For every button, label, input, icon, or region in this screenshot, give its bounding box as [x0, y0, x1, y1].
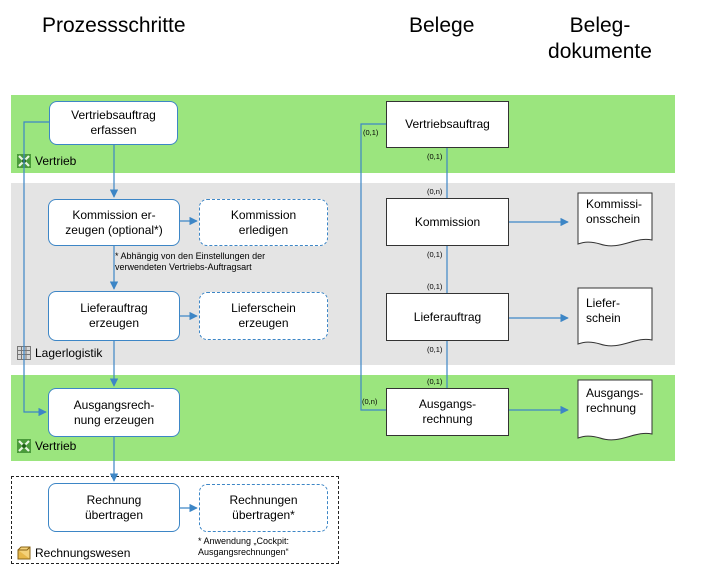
band-label-text: Lagerlogistik [35, 346, 103, 360]
step-label: Lieferschein erzeugen [231, 301, 296, 330]
paper-doc-kommissionsschein: Kommissi- onsschein [578, 193, 652, 227]
mult-ko-bottom: (0,1) [427, 250, 443, 259]
mult-ar-top: (0,1) [427, 377, 443, 386]
band-label-rechnungswesen: Rechnungswesen [17, 546, 130, 560]
note-cockpit: * Anwendung „Cockpit: Ausgangsrechnungen… [198, 536, 290, 557]
step-rechnung-uebertragen: Rechnung übertragen [48, 483, 180, 532]
paper-doc-ausgangsrechnung-shape [577, 379, 653, 441]
doc-label: Kommission [414, 214, 481, 229]
doc-vertriebsauftrag: Vertriebsauftrag [386, 101, 509, 148]
band-rechnungswesen-frame [11, 476, 339, 564]
step-label: Rechnung übertragen [84, 492, 144, 522]
step-kommission-erzeugen: Kommission er- zeugen (optional*) [48, 199, 180, 246]
step-label: Kommission erledigen [230, 207, 297, 237]
doc-link-va-ar [360, 123, 386, 411]
paper-doc-lieferschein: Liefer- schein [578, 292, 652, 326]
accounting-box-icon [17, 546, 31, 560]
flow-arrow-bypass-to-rechnung [23, 121, 49, 417]
mult-va-left: (0,1) [363, 128, 379, 137]
header-document-documents-line1: Beleg- [569, 14, 631, 37]
vertrieb-icon [17, 439, 31, 453]
doc-label: Ausgangs- rechnung [418, 397, 477, 426]
paper-doc-lieferschein-shape [577, 287, 653, 347]
step-ausgangsrechnung-erzeugen: Ausgangsrech- nung erzeugen [48, 388, 180, 437]
paper-doc-ausgangsrechnung: Ausgangs- rechnung [578, 382, 652, 416]
paper-doc-label: Ausgangs- rechnung [586, 386, 644, 415]
step-lieferauftrag-erzeugen: Lieferauftrag erzeugen [48, 291, 180, 341]
step-vertriebsauftrag-erfassen: Vertriebsauftrag erfassen [49, 101, 178, 145]
mult-la-bottom: (0,1) [427, 345, 443, 354]
band-label-text: Vertrieb [35, 154, 77, 168]
band-label-text: Rechnungswesen [35, 546, 131, 560]
note-kommission: * Abhängig von den Einstellungen der ver… [115, 251, 266, 272]
doc-ausgangsrechnung: Ausgangs- rechnung [386, 388, 509, 436]
mult-ar-left: (0,n) [362, 397, 378, 406]
header-document-documents-line2: dokumente [548, 40, 652, 63]
header-documents: Belege [409, 14, 475, 37]
band-label-vertrieb-bottom: Vertrieb [17, 439, 76, 453]
step-label: Lieferauftrag erzeugen [80, 301, 148, 330]
step-label: Ausgangsrech- nung erzeugen [73, 397, 155, 427]
paper-doc-kommissionsschein-shape [577, 192, 653, 247]
doc-label: Vertriebsauftrag [405, 117, 490, 131]
header-process-steps: Prozessschritte [42, 14, 186, 37]
step-label: Kommission er- zeugen (optional*) [65, 207, 163, 237]
step-label: Rechnungen übertragen* [229, 493, 298, 522]
step-label: Vertriebsauftrag erfassen [71, 108, 156, 137]
doc-label: Lieferauftrag [413, 309, 482, 324]
paper-doc-label: Kommissi- onsschein [586, 197, 642, 226]
header-document-documents: Beleg- dokumente [540, 13, 660, 65]
step-lieferschein-erzeugen: Lieferschein erzeugen [199, 292, 328, 340]
doc-kommission: Kommission [386, 198, 509, 246]
step-rechnungen-uebertragen: Rechnungen übertragen* [199, 484, 328, 532]
band-label-text: Vertrieb [35, 439, 77, 453]
mult-la-top: (0,1) [427, 282, 443, 291]
paper-doc-label: Liefer- schein [586, 296, 621, 325]
mult-ko-top: (0,n) [427, 187, 443, 196]
step-kommission-erledigen: Kommission erledigen [199, 199, 328, 246]
mult-va-bottom: (0,1) [427, 152, 443, 161]
doc-lieferauftrag: Lieferauftrag [386, 293, 509, 341]
